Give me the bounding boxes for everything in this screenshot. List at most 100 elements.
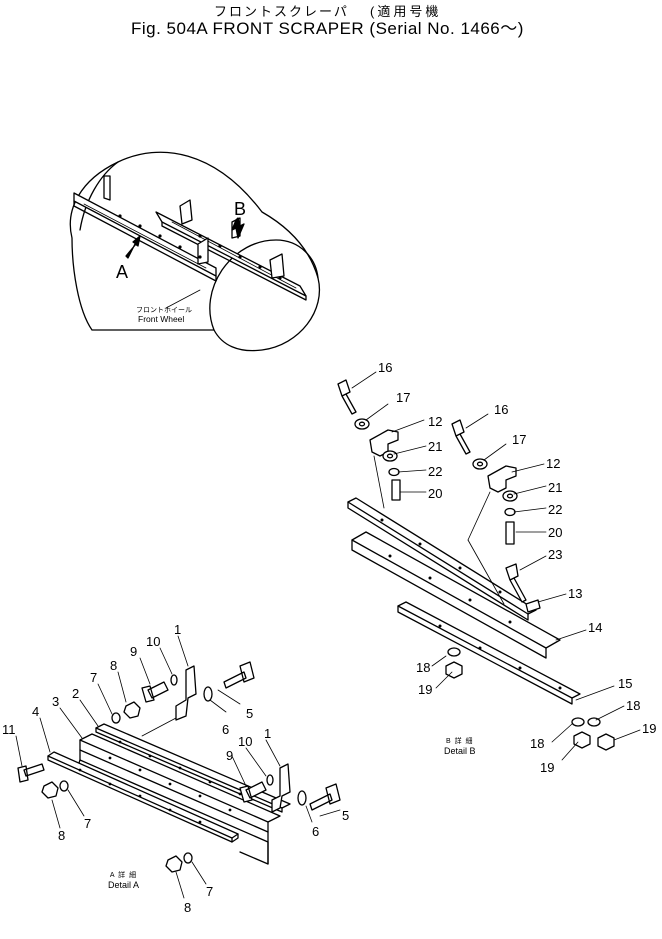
detail-b-drawing — [337, 379, 615, 751]
detail-a-washer-6-lower — [297, 790, 307, 806]
detail-a-bolt-5-lower — [309, 783, 341, 811]
callout-a-9b: 9 — [226, 748, 233, 763]
detail-b-holes — [380, 518, 562, 690]
blade-bolts — [118, 214, 282, 280]
detail-a-caption-text: Detail A — [108, 880, 140, 890]
detail-a-bracket-1-lower — [271, 763, 291, 813]
blade-bracket-2 — [179, 199, 193, 225]
detail-b-washer-18-a — [447, 647, 461, 657]
callout-a-7a: 7 — [90, 670, 97, 685]
detail-a-nut-8-lower — [165, 855, 183, 873]
callout-b-16b: 16 — [494, 402, 508, 417]
callout-b-19a: 19 — [418, 682, 432, 697]
blade-bracket-4 — [269, 253, 285, 279]
callout-a-9a: 9 — [130, 644, 137, 659]
detail-b-part-13 — [525, 599, 541, 613]
callout-b-19b: 19 — [642, 721, 656, 736]
detail-b-bolt-23 — [505, 563, 527, 603]
detail-b-washer-17-right — [472, 458, 488, 470]
view-label-a: A — [116, 262, 128, 282]
detail-b-callouts: 16 17 12 21 22 20 16 17 12 21 22 20 23 1… — [378, 360, 656, 775]
wheel-rim-edge — [209, 239, 319, 331]
callout-b-22b: 22 — [548, 502, 562, 517]
detail-a-nut-8-left — [41, 781, 59, 799]
callout-b-18b: 18 — [626, 698, 640, 713]
detail-a-washer-10-upper — [170, 674, 178, 686]
callout-b-23: 23 — [548, 547, 562, 562]
front-wheel-overview — [69, 151, 321, 352]
detail-a-bolt-9-lower — [239, 781, 267, 803]
front-wheel-label: Front Wheel — [138, 314, 184, 324]
callout-a-6a: 6 — [222, 722, 229, 737]
title-japanese-serial: (適用号機 — [370, 4, 442, 19]
callout-a-4: 4 — [32, 704, 39, 719]
callout-b-17b: 17 — [512, 432, 526, 447]
detail-a-washer-7-upper — [111, 712, 121, 724]
detail-b-bracket-left — [369, 429, 399, 457]
callout-a-8a: 8 — [110, 658, 117, 673]
blade-bracket-1 — [103, 175, 111, 201]
view-arrow-b — [231, 217, 245, 239]
detail-b-bolt-20-right — [505, 521, 515, 545]
detail-b-nut-19-b — [573, 731, 591, 749]
callout-b-21b: 21 — [548, 480, 562, 495]
callout-b-12b: 12 — [546, 456, 560, 471]
detail-b-bar-lower — [397, 601, 581, 699]
detail-b-washer-18-c — [587, 717, 601, 727]
detail-b-leaders — [351, 371, 641, 761]
detail-a-washer-10-lower — [266, 774, 274, 786]
detail-a-bolt-9-upper — [141, 681, 169, 703]
detail-b-blade — [351, 531, 561, 649]
detail-b-washer-21-left — [382, 450, 398, 462]
detail-a-bolt-5-upper — [223, 661, 255, 689]
detail-a-washer-6-upper — [203, 686, 213, 702]
detail-a-caption: A 詳 細 Detail A — [108, 870, 139, 890]
detail-b-washer-22-right — [504, 507, 516, 517]
front-scraper-blade — [73, 192, 217, 282]
detail-a-leaders — [15, 635, 341, 899]
detail-a-bracket-1-upper — [175, 665, 197, 721]
callout-b-13: 13 — [568, 586, 582, 601]
callout-a-7c: 7 — [206, 884, 213, 899]
detail-a-holes — [78, 740, 242, 824]
detail-b-washer-18-b — [571, 717, 585, 727]
title-japanese: フロントスクレーパ — [214, 4, 349, 19]
detail-b-caption-jp: B 詳 細 — [445, 738, 474, 745]
detail-b-washer-17-left — [354, 418, 370, 430]
callout-a-5a: 5 — [246, 706, 253, 721]
callout-b-21a: 21 — [428, 439, 442, 454]
detail-b-caption: B 詳 細 Detail B — [444, 736, 476, 756]
callout-b-20b: 20 — [548, 525, 562, 540]
detail-b-caption-text: Detail B — [444, 746, 476, 756]
callout-a-1b: 1 — [264, 726, 271, 741]
callout-a-5b: 5 — [342, 808, 349, 823]
detail-b-nut-19-c — [597, 733, 615, 751]
detail-b-washer-21-right — [502, 490, 518, 502]
callout-b-18a: 18 — [416, 660, 430, 675]
callout-b-12a: 12 — [428, 414, 442, 429]
callout-a-10b: 10 — [238, 734, 252, 749]
callout-a-7b: 7 — [84, 816, 91, 831]
callout-a-2: 2 — [72, 686, 79, 701]
detail-b-washer-22-left — [388, 467, 400, 477]
detail-b-bolt-16-left — [337, 379, 357, 415]
detail-a-caption-jp: A 詳 細 — [109, 872, 138, 879]
callout-b-18c: 18 — [530, 736, 544, 751]
callout-a-11: 11 — [2, 722, 16, 737]
callout-a-6b: 6 — [312, 824, 319, 839]
detail-a-blade-3 — [79, 733, 281, 823]
detail-a-callouts: 1 10 9 8 7 2 3 4 11 5 6 1 10 9 5 6 8 7 8… — [2, 622, 349, 915]
detail-a-bar-2 — [95, 723, 291, 809]
detail-a-bolt-11 — [17, 763, 45, 783]
detail-b-bolt-16-right — [451, 419, 471, 455]
callout-b-15: 15 — [618, 676, 632, 691]
callout-b-16a: 16 — [378, 360, 392, 375]
callout-a-8b: 8 — [58, 828, 65, 843]
figure-header: フロントスクレーパ (適用号機 Fig. 504A FRONT SCRAPER … — [0, 0, 662, 40]
callout-a-10a: 10 — [146, 634, 160, 649]
figure-title: Fig. 504A FRONT SCRAPER (Serial No. 1466… — [131, 19, 524, 38]
front-wheel-label-jp: フロントホイール — [136, 306, 192, 314]
view-label-b: B — [234, 199, 246, 219]
callout-a-3: 3 — [52, 694, 59, 709]
